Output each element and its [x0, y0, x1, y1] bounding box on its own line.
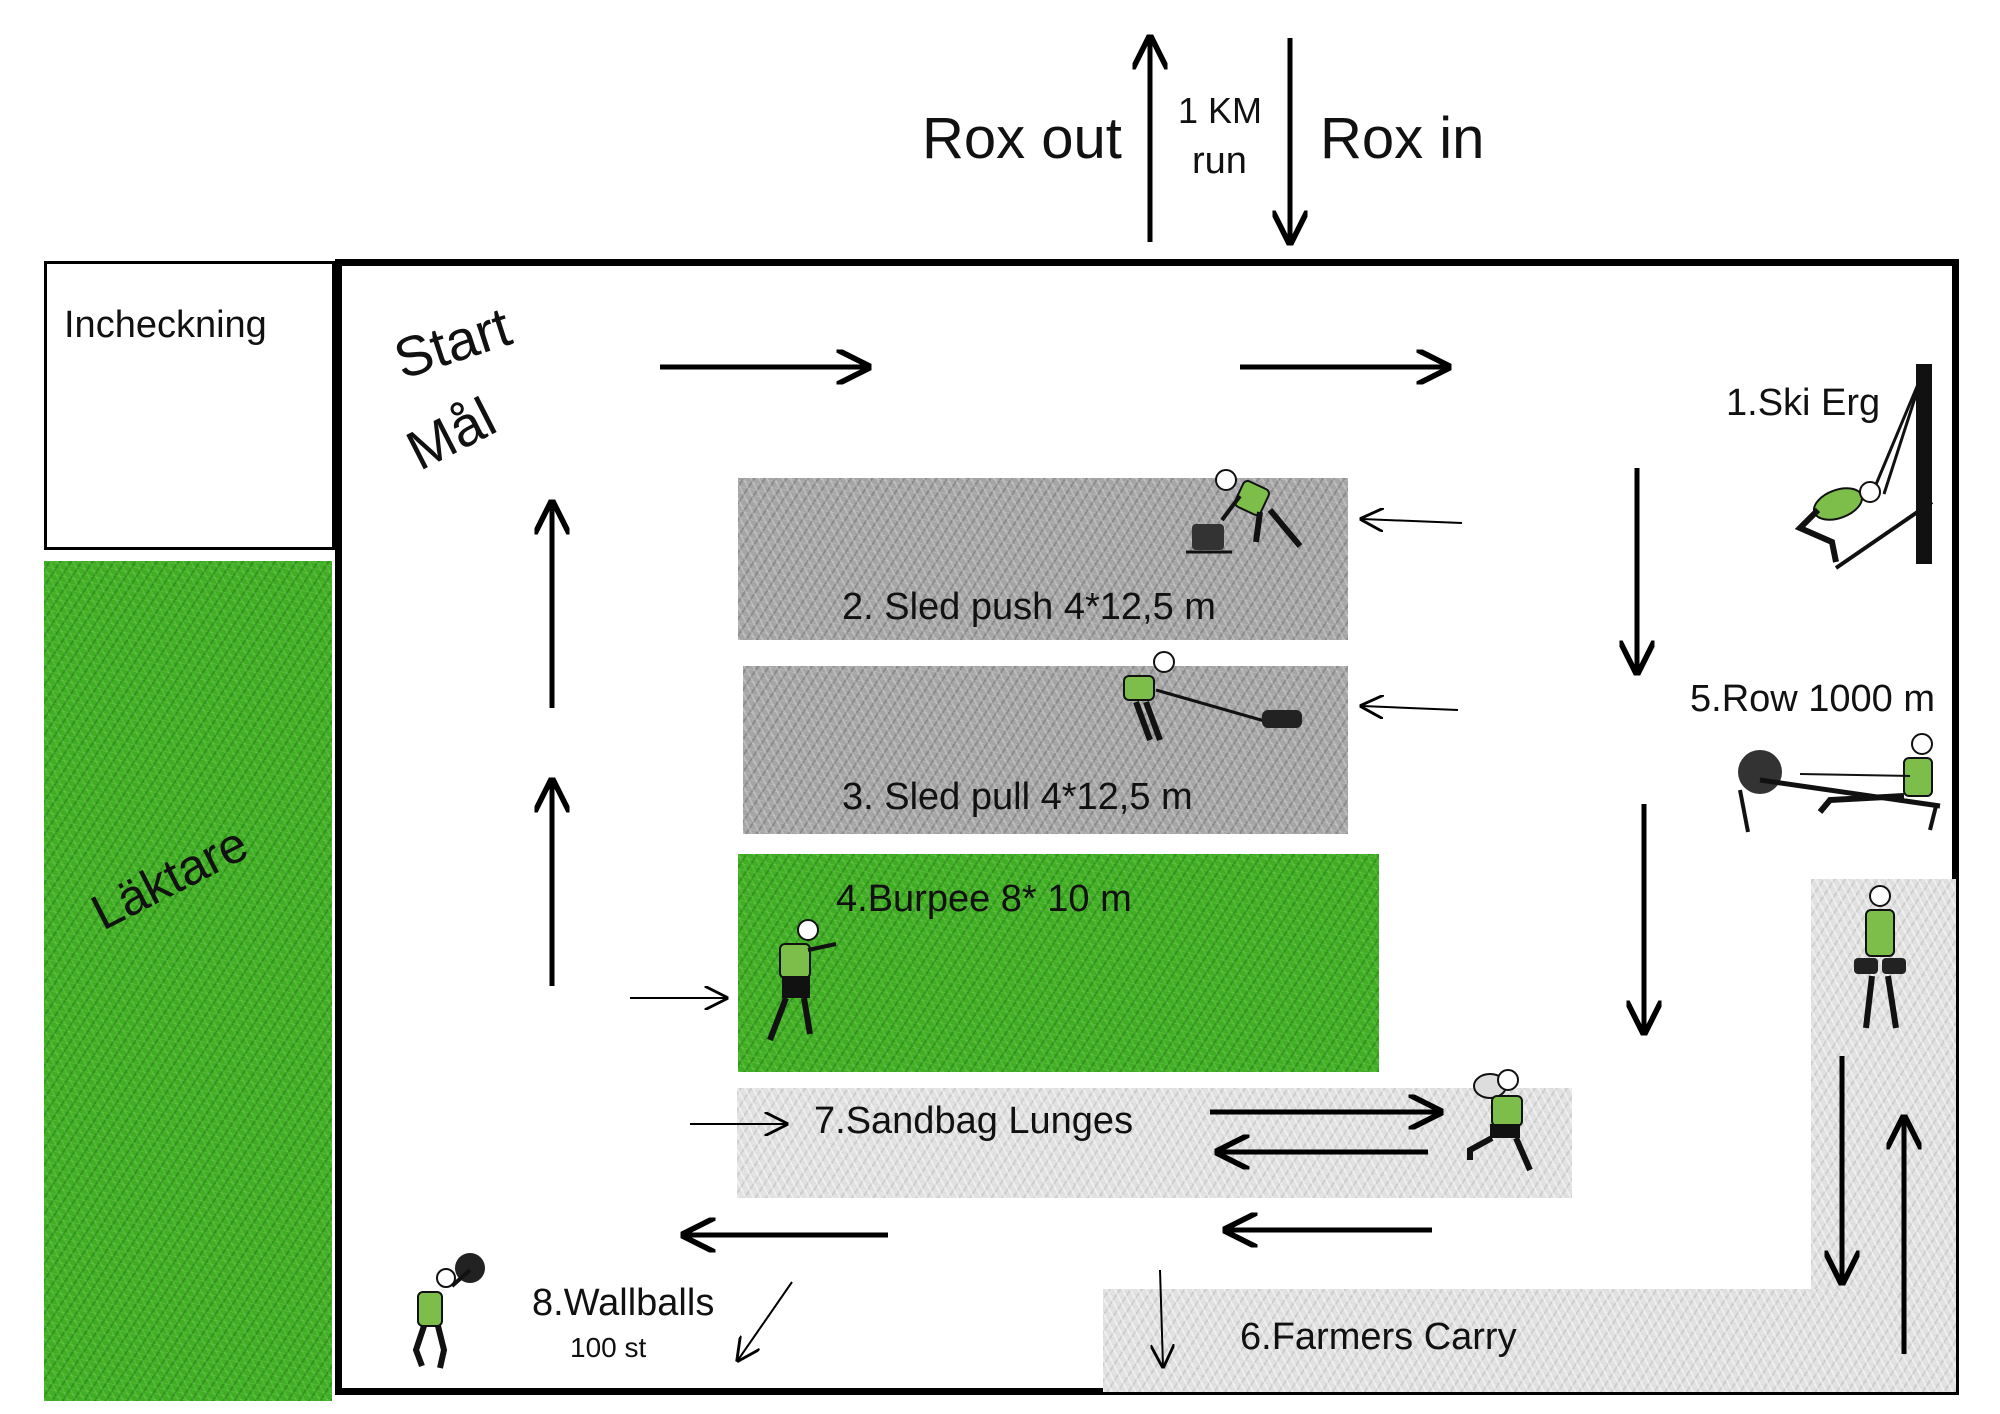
- burpee-athlete-icon: [767, 919, 837, 1042]
- sled-pull-zone: [743, 666, 1348, 834]
- row-athlete-icon: [1738, 733, 1941, 833]
- wallball-athlete-icon: [412, 1253, 485, 1369]
- row-label: 5.Row 1000 m: [1690, 678, 1936, 720]
- wallballs-reps-label: 100 st: [570, 1332, 647, 1363]
- run-distance-label: 1 KM: [1178, 90, 1263, 131]
- arrow-icon: [1362, 706, 1459, 710]
- run-word-label: run: [1192, 140, 1247, 182]
- sled-push-label: 2. Sled push 4*12,5 m: [842, 586, 1216, 628]
- arrow-icon: [1160, 1269, 1163, 1366]
- burpee-zone: [738, 854, 1379, 1072]
- sandbag-lunge-athlete-icon: [1467, 1069, 1533, 1172]
- rox-in-label: Rox in: [1320, 106, 1485, 171]
- sled-push-athlete-icon: [1186, 469, 1303, 554]
- sled-pull-athlete-icon: [1123, 651, 1302, 742]
- farmers-carry-label: 6.Farmers Carry: [1240, 1316, 1517, 1358]
- ski-erg-label: 1.Ski Erg: [1726, 382, 1881, 424]
- ski-erg-athlete-icon: [1794, 364, 1934, 570]
- wallballs-label: 8.Wallballs: [532, 1282, 715, 1324]
- checkin-area: [44, 261, 335, 550]
- stands-area: [44, 561, 332, 1401]
- farmers-carry-zone: [1103, 1289, 1956, 1392]
- burpee-label: 4.Burpee 8* 10 m: [836, 878, 1132, 920]
- sandbag-lunges-label: 7.Sandbag Lunges: [814, 1100, 1134, 1142]
- farmers-carry-athlete-icon: [1854, 885, 1906, 1029]
- rox-out-label: Rox out: [922, 106, 1122, 171]
- sled-pull-label: 3. Sled pull 4*12,5 m: [842, 776, 1193, 818]
- arrow-icon: [738, 1281, 793, 1360]
- checkin-label: Incheckning: [64, 304, 267, 346]
- arrow-icon: [1362, 519, 1463, 523]
